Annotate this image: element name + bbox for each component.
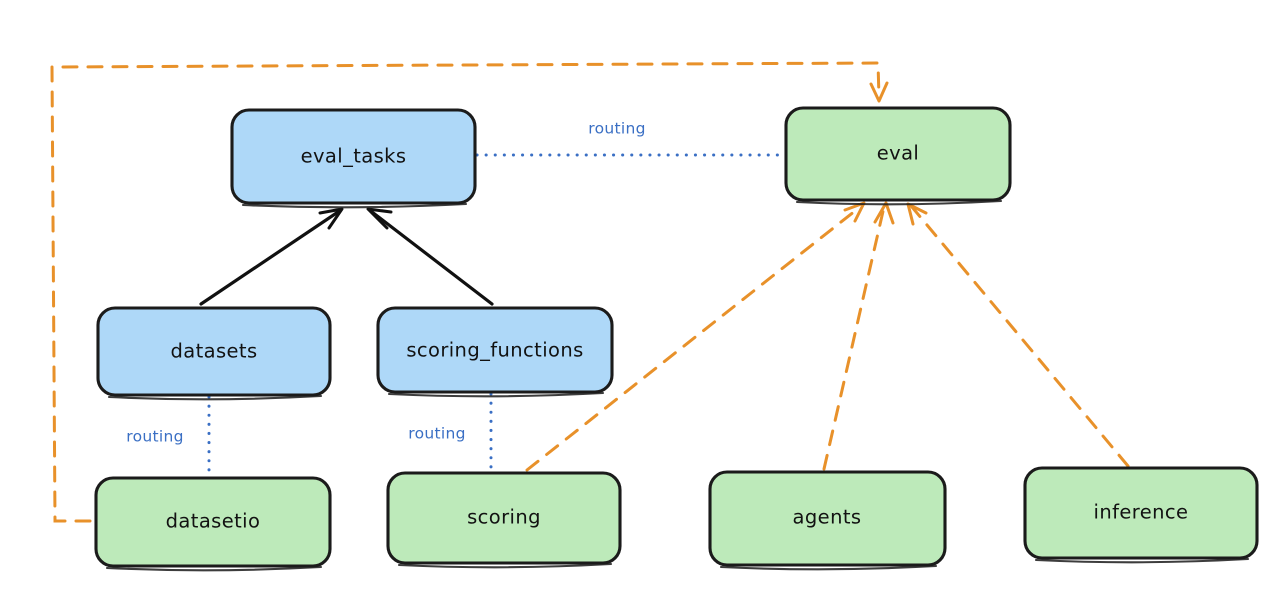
node-inference[interactable]: inference [1023, 466, 1259, 564]
node-label-eval_tasks: eval_tasks [301, 145, 407, 168]
edge-label-routing-scoring: routing [408, 425, 466, 443]
node-eval[interactable]: eval [784, 106, 1012, 206]
node-label-scoring: scoring [467, 506, 541, 529]
edge-label-routing-datasetio: routing [126, 428, 184, 446]
node-datasets[interactable]: datasets [96, 306, 332, 401]
edge-scoring_functions-to-scoring: routing [408, 392, 493, 474]
edge-scoring_functions-to-eval_tasks [366, 207, 494, 306]
edge-datasetio-to-eval [50, 61, 889, 523]
edge-datasets-to-eval_tasks [199, 207, 344, 306]
edge-label-routing-eval: routing [588, 120, 646, 138]
node-label-eval: eval [877, 142, 920, 165]
edge-datasets-to-datasetio: routing [126, 395, 211, 479]
edge-agents-to-eval [822, 201, 895, 471]
node-scoring[interactable]: scoring [386, 471, 622, 569]
node-scoring_functions[interactable]: scoring_functions [376, 306, 614, 398]
edge-scoring-to-eval [525, 201, 866, 472]
edge-inference-to-eval [906, 202, 1130, 468]
node-label-datasets: datasets [170, 340, 257, 363]
node-label-agents: agents [793, 506, 862, 529]
node-eval_tasks[interactable]: eval_tasks [230, 108, 477, 209]
node-label-scoring_functions: scoring_functions [406, 339, 583, 362]
node-datasetio[interactable]: datasetio [94, 476, 332, 572]
node-label-datasetio: datasetio [166, 510, 261, 533]
node-agents[interactable]: agents [708, 470, 947, 571]
edge-eval_tasks-to-eval: routing [475, 120, 786, 157]
node-label-inference: inference [1094, 501, 1189, 524]
